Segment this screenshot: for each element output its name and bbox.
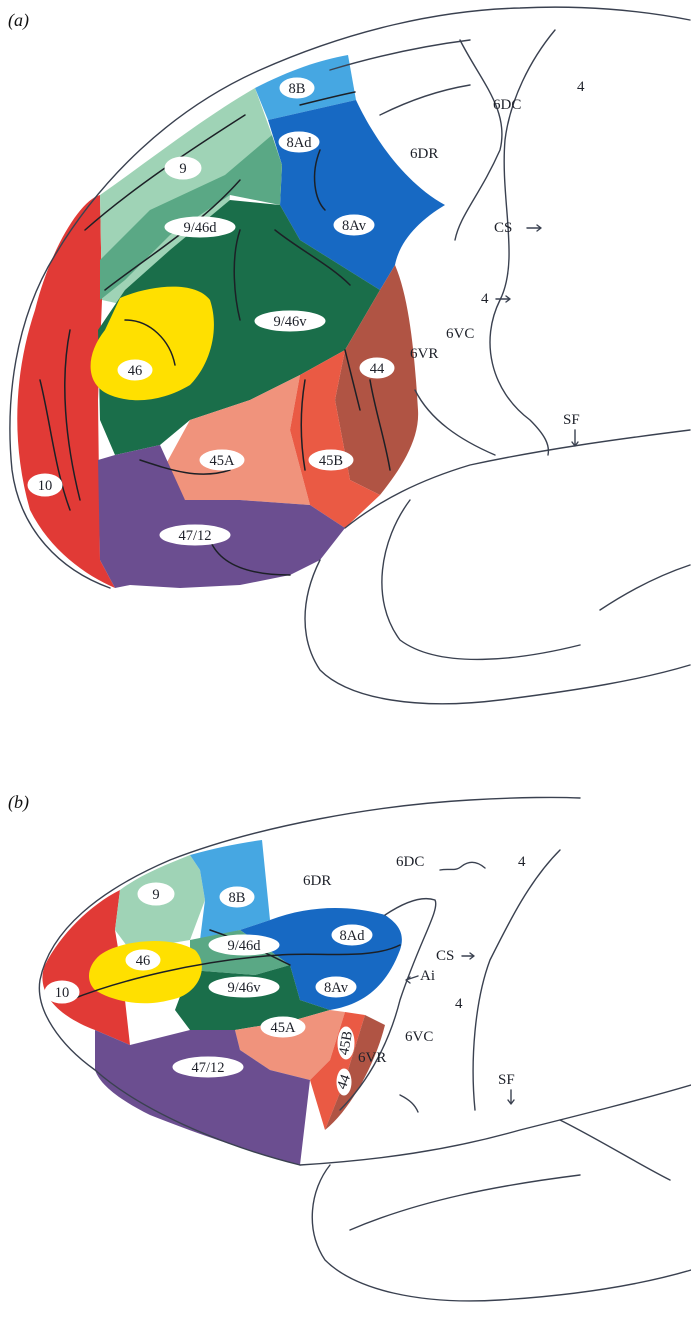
panel-a-label-SF: SF bbox=[563, 412, 580, 428]
panel-a-arrow-sf bbox=[572, 430, 578, 446]
panel-b-subcentral bbox=[400, 1095, 418, 1112]
panel-b-6dc-curl bbox=[440, 862, 485, 870]
panel-b-label-10: 10 bbox=[45, 981, 79, 1003]
panel-b-central-sulcus bbox=[473, 850, 560, 1110]
svg-text:9: 9 bbox=[179, 161, 186, 177]
panel-a-sulcus-lower bbox=[600, 565, 690, 610]
panel-b-temporal-lobe bbox=[312, 1165, 691, 1301]
svg-text:8Av: 8Av bbox=[324, 980, 349, 996]
panel-b-label-SF: SF bbox=[498, 1072, 515, 1088]
svg-text:8Ad: 8Ad bbox=[287, 135, 313, 151]
panel-b-label: (b) bbox=[8, 792, 29, 813]
panel-a-label-6DC: 6DC bbox=[493, 97, 521, 113]
panel-a-label-45A: 45A bbox=[200, 450, 244, 470]
panel-a-label-45B: 45B bbox=[309, 450, 353, 470]
panel-b-label-8B: 8B bbox=[220, 887, 254, 907]
svg-text:10: 10 bbox=[55, 985, 70, 1001]
panel-a-dorsal-line-2 bbox=[380, 85, 470, 115]
panel-b-label-Ai: Ai bbox=[420, 968, 435, 984]
svg-text:44: 44 bbox=[370, 361, 385, 377]
panel-a-label-8Ad: 8Ad bbox=[279, 132, 319, 152]
svg-text:47/12: 47/12 bbox=[191, 1060, 224, 1076]
panel-a-label-9-46v: 9/46v bbox=[255, 311, 325, 331]
panel-b-temporal-line-2 bbox=[560, 1120, 670, 1180]
panel-a-label-6VR: 6VR bbox=[410, 346, 438, 362]
svg-text:8B: 8B bbox=[289, 81, 306, 97]
svg-text:9/46d: 9/46d bbox=[227, 938, 261, 954]
svg-text:46: 46 bbox=[136, 953, 151, 969]
panel-a-arrow-cs bbox=[527, 225, 541, 231]
panel-a-label-4-mid: 4 bbox=[481, 291, 489, 307]
panel-a-label: (a) bbox=[8, 10, 29, 31]
panel-b-arrow-cs bbox=[462, 953, 474, 959]
panel-a-label-47-12: 47/12 bbox=[160, 525, 230, 545]
panel-b-label-6VC: 6VC bbox=[405, 1029, 433, 1045]
panel-a-dorsal-line bbox=[330, 40, 470, 70]
panel-a-label-6VC: 6VC bbox=[446, 326, 474, 342]
svg-text:45A: 45A bbox=[271, 1020, 297, 1036]
svg-text:9: 9 bbox=[152, 887, 159, 903]
panel-a-label-10: 10 bbox=[28, 474, 62, 496]
panel-b-label-9-46v: 9/46v bbox=[209, 977, 279, 997]
panel-b-label-46: 46 bbox=[126, 950, 160, 970]
svg-text:8Av: 8Av bbox=[342, 218, 367, 234]
panel-a-label-4-top: 4 bbox=[577, 79, 585, 95]
svg-text:9/46d: 9/46d bbox=[183, 220, 217, 236]
panel-a-label-8Av: 8Av bbox=[334, 215, 374, 235]
panel-b-label-6VR: 6VR bbox=[358, 1050, 386, 1066]
panel-b: (b) 8B 9 bbox=[8, 792, 691, 1301]
panel-a-precentral bbox=[415, 390, 495, 455]
panel-b-label-8Ad: 8Ad bbox=[332, 925, 372, 945]
svg-text:45B: 45B bbox=[319, 453, 343, 469]
panel-a-temporal-inner bbox=[382, 500, 580, 659]
panel-b-label-9: 9 bbox=[138, 883, 174, 905]
panel-b-label-CS: CS bbox=[436, 948, 454, 964]
panel-a-label-8B: 8B bbox=[280, 78, 314, 98]
panel-a-label-46: 46 bbox=[118, 360, 152, 380]
svg-text:8B: 8B bbox=[229, 890, 246, 906]
panel-a-temporal-lobe bbox=[305, 560, 690, 704]
panel-b-label-6DC: 6DC bbox=[396, 854, 424, 870]
svg-text:9/46v: 9/46v bbox=[273, 314, 307, 330]
panel-b-label-6DR: 6DR bbox=[303, 873, 331, 889]
panel-a-label-9: 9 bbox=[165, 157, 201, 179]
panel-a-arcuate-sulcus bbox=[455, 40, 502, 240]
panel-a-central-sulcus bbox=[490, 30, 555, 455]
panel-b-label-4-top: 4 bbox=[518, 854, 526, 870]
svg-text:45A: 45A bbox=[210, 453, 236, 469]
panel-a-label-9-46d: 9/46d bbox=[165, 217, 235, 237]
panel-b-arrow-sf bbox=[508, 1090, 514, 1104]
panel-a-label-6DR: 6DR bbox=[410, 146, 438, 162]
svg-text:9/46v: 9/46v bbox=[227, 980, 261, 996]
svg-text:8Ad: 8Ad bbox=[340, 928, 366, 944]
panel-a: (a) bbox=[8, 7, 690, 704]
panel-a-arrow-4 bbox=[496, 296, 510, 302]
panel-b-temporal-inner bbox=[350, 1175, 580, 1230]
svg-text:10: 10 bbox=[38, 478, 53, 494]
panel-a-label-44: 44 bbox=[360, 358, 394, 378]
svg-text:47/12: 47/12 bbox=[178, 528, 211, 544]
svg-text:46: 46 bbox=[128, 363, 143, 379]
panel-b-frontal-lower bbox=[300, 1085, 691, 1165]
panel-b-label-8Av: 8Av bbox=[316, 977, 356, 997]
panel-b-label-9-46d: 9/46d bbox=[209, 935, 279, 955]
panel-b-label-4-mid: 4 bbox=[455, 996, 463, 1012]
panel-b-label-47-12: 47/12 bbox=[173, 1057, 243, 1077]
panel-b-label-45A: 45A bbox=[261, 1017, 305, 1037]
panel-a-label-CS: CS bbox=[494, 220, 512, 236]
